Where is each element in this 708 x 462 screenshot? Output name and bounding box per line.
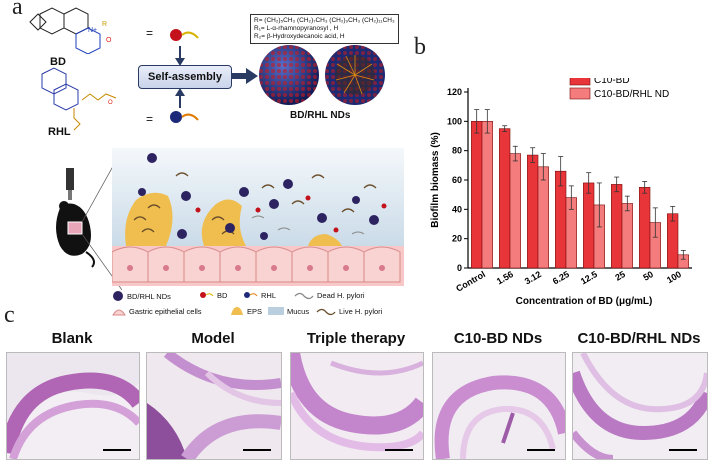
bd-particle-icon: [170, 29, 199, 41]
x-tick-label: 3.12: [523, 269, 543, 286]
bar-c10-bd: [583, 182, 595, 269]
histo-title-blank: Blank: [51, 330, 93, 347]
legend-live-label: Live H. pylori: [339, 306, 383, 316]
legend-label: C10-BD: [594, 78, 630, 86]
scale-bar: [385, 449, 413, 451]
stomach-mucosa-illustration: [112, 148, 404, 286]
legend-gastric-label: Gastric epithelial cells: [129, 306, 202, 316]
r-group-line-2: R₁= L-α-rhamnopyranosyl , H: [254, 25, 339, 32]
bd-equals: =: [146, 26, 154, 40]
x-tick-label: 50: [641, 269, 655, 283]
legend-rhl-label: RHL: [261, 290, 277, 300]
svg-text:O: O: [106, 37, 112, 44]
bar-c10-bd: [471, 121, 483, 269]
legend-mucus-label: Mucus: [287, 306, 310, 316]
legend-rhl: RHL: [242, 290, 276, 300]
histology-image-triple-therapy: [290, 352, 424, 460]
arrow-down-icon: [175, 46, 185, 66]
x-tick-label: 6.25: [551, 269, 571, 286]
legend-label: C10-BD/RHL ND: [594, 89, 669, 100]
nd-label: BD/RHL NDs: [290, 110, 351, 121]
histo-title-c10-bd-rhl-nds: C10-BD/RHL NDs: [577, 330, 701, 347]
histology-image-c10-bd-nds: [432, 352, 566, 460]
rhl-dot-icon: [244, 292, 258, 298]
bar-c10-bd: [639, 187, 651, 269]
live-bacteria-icon: [316, 308, 336, 316]
x-tick-label: 1.56: [495, 269, 515, 286]
legend-nds-label: BD/RHL NDs: [127, 291, 171, 301]
svg-text:R: R: [102, 21, 107, 28]
nd-sphere-surface: [259, 45, 319, 105]
legend-eps-label: EPS: [247, 306, 263, 316]
gastric-cell-icon: [112, 309, 126, 316]
legend-mucus: Mucus: [268, 306, 309, 316]
x-tick-label: 25: [613, 269, 627, 283]
panel-c-letter: c: [4, 302, 15, 328]
bar-c10-bd: [499, 128, 511, 269]
histo-title-triple-therapy: Triple therapy: [306, 330, 406, 347]
legend-swatch: [569, 78, 591, 86]
r-group-line-3: R₂= β-Hydroxydecanoic acid, H: [254, 33, 345, 40]
y-tick-label: 20: [452, 234, 462, 244]
arrow-right-icon: [232, 68, 258, 84]
svg-text:N+: N+: [88, 27, 97, 34]
histology-image-c10-bd-rhl-nds: [572, 352, 708, 460]
legend-swatch: [569, 87, 591, 100]
scale-bar: [243, 449, 271, 451]
nd-sphere-cross-section: [325, 45, 385, 105]
nanoparticle-icon: [113, 291, 123, 301]
arrow-up-icon: [175, 88, 185, 108]
bar-c10-bd-rhl-nd: [509, 153, 521, 269]
rhl-molecule-structure: O: [41, 67, 117, 131]
y-tick-label: 0: [457, 263, 462, 273]
panel-a-letter: a: [12, 0, 23, 20]
r-group-line-1: R= (CH₂)₅CH₃ (CH₂)₇CH₃ (CH₂)₉CH₃ (CH₂)₁₁…: [254, 17, 395, 24]
legend-dead-label: Dead H. pylori: [317, 290, 365, 300]
y-tick-label: 120: [447, 87, 462, 97]
rhl-label: RHL: [48, 126, 71, 138]
bd-label: BD: [50, 56, 66, 68]
mucus-icon: [268, 307, 284, 315]
scale-bar: [669, 449, 697, 451]
legend-live: Live H. pylori: [316, 306, 382, 316]
bar-c10-bd-rhl-nd: [621, 203, 633, 269]
self-assembly-box: Self-assembly: [138, 65, 232, 89]
legend-gastric: Gastric epithelial cells: [112, 306, 202, 316]
bar-c10-bd: [611, 184, 623, 269]
legend-nds: BD/RHL NDs: [112, 290, 171, 302]
bar-c10-bd: [667, 213, 679, 269]
histo-title-model: Model: [191, 330, 235, 347]
bar-c10-bd-rhl-nd: [537, 166, 549, 269]
legend-eps: EPS: [230, 306, 262, 316]
legend-bd-label: BD: [217, 290, 228, 300]
scale-bar: [103, 449, 131, 451]
y-tick-label: 60: [452, 175, 462, 185]
y-tick-label: 100: [447, 116, 462, 126]
legend-bd: BD: [198, 290, 227, 300]
y-axis-label: Biofilm biomass (%): [430, 132, 441, 228]
bd-molecule-structure: N+ R O: [29, 7, 112, 54]
eps-icon: [231, 307, 243, 315]
rhl-particle-icon: [170, 111, 199, 123]
histo-title-c10-bd-nds: C10-BD NDs: [453, 330, 543, 347]
x-tick-label: 100: [665, 269, 683, 285]
x-tick-label: 12.5: [579, 269, 599, 286]
rhl-equals: =: [146, 112, 154, 126]
r-group-definition-box: R= (CH₂)₅CH₃ (CH₂)₇CH₃ (CH₂)₉CH₃ (CH₂)₁₁…: [250, 14, 399, 44]
y-tick-label: 80: [452, 146, 462, 156]
svg-text:O: O: [108, 100, 113, 106]
bd-dot-icon: [200, 292, 214, 298]
bar-c10-bd: [527, 154, 539, 269]
scale-bar: [527, 449, 555, 451]
histology-image-model: [146, 352, 282, 460]
y-tick-label: 40: [452, 204, 462, 214]
bar-c10-bd-rhl-nd: [481, 121, 493, 269]
legend-dead: Dead H. pylori: [294, 290, 365, 300]
panel-b-letter: b: [414, 34, 426, 60]
histology-image-blank: [6, 352, 140, 460]
dead-bacteria-icon: [294, 292, 314, 300]
x-axis-label: Concentration of BD (μg/mL): [516, 296, 653, 307]
mouse-with-syringe-illustration: [56, 168, 95, 268]
